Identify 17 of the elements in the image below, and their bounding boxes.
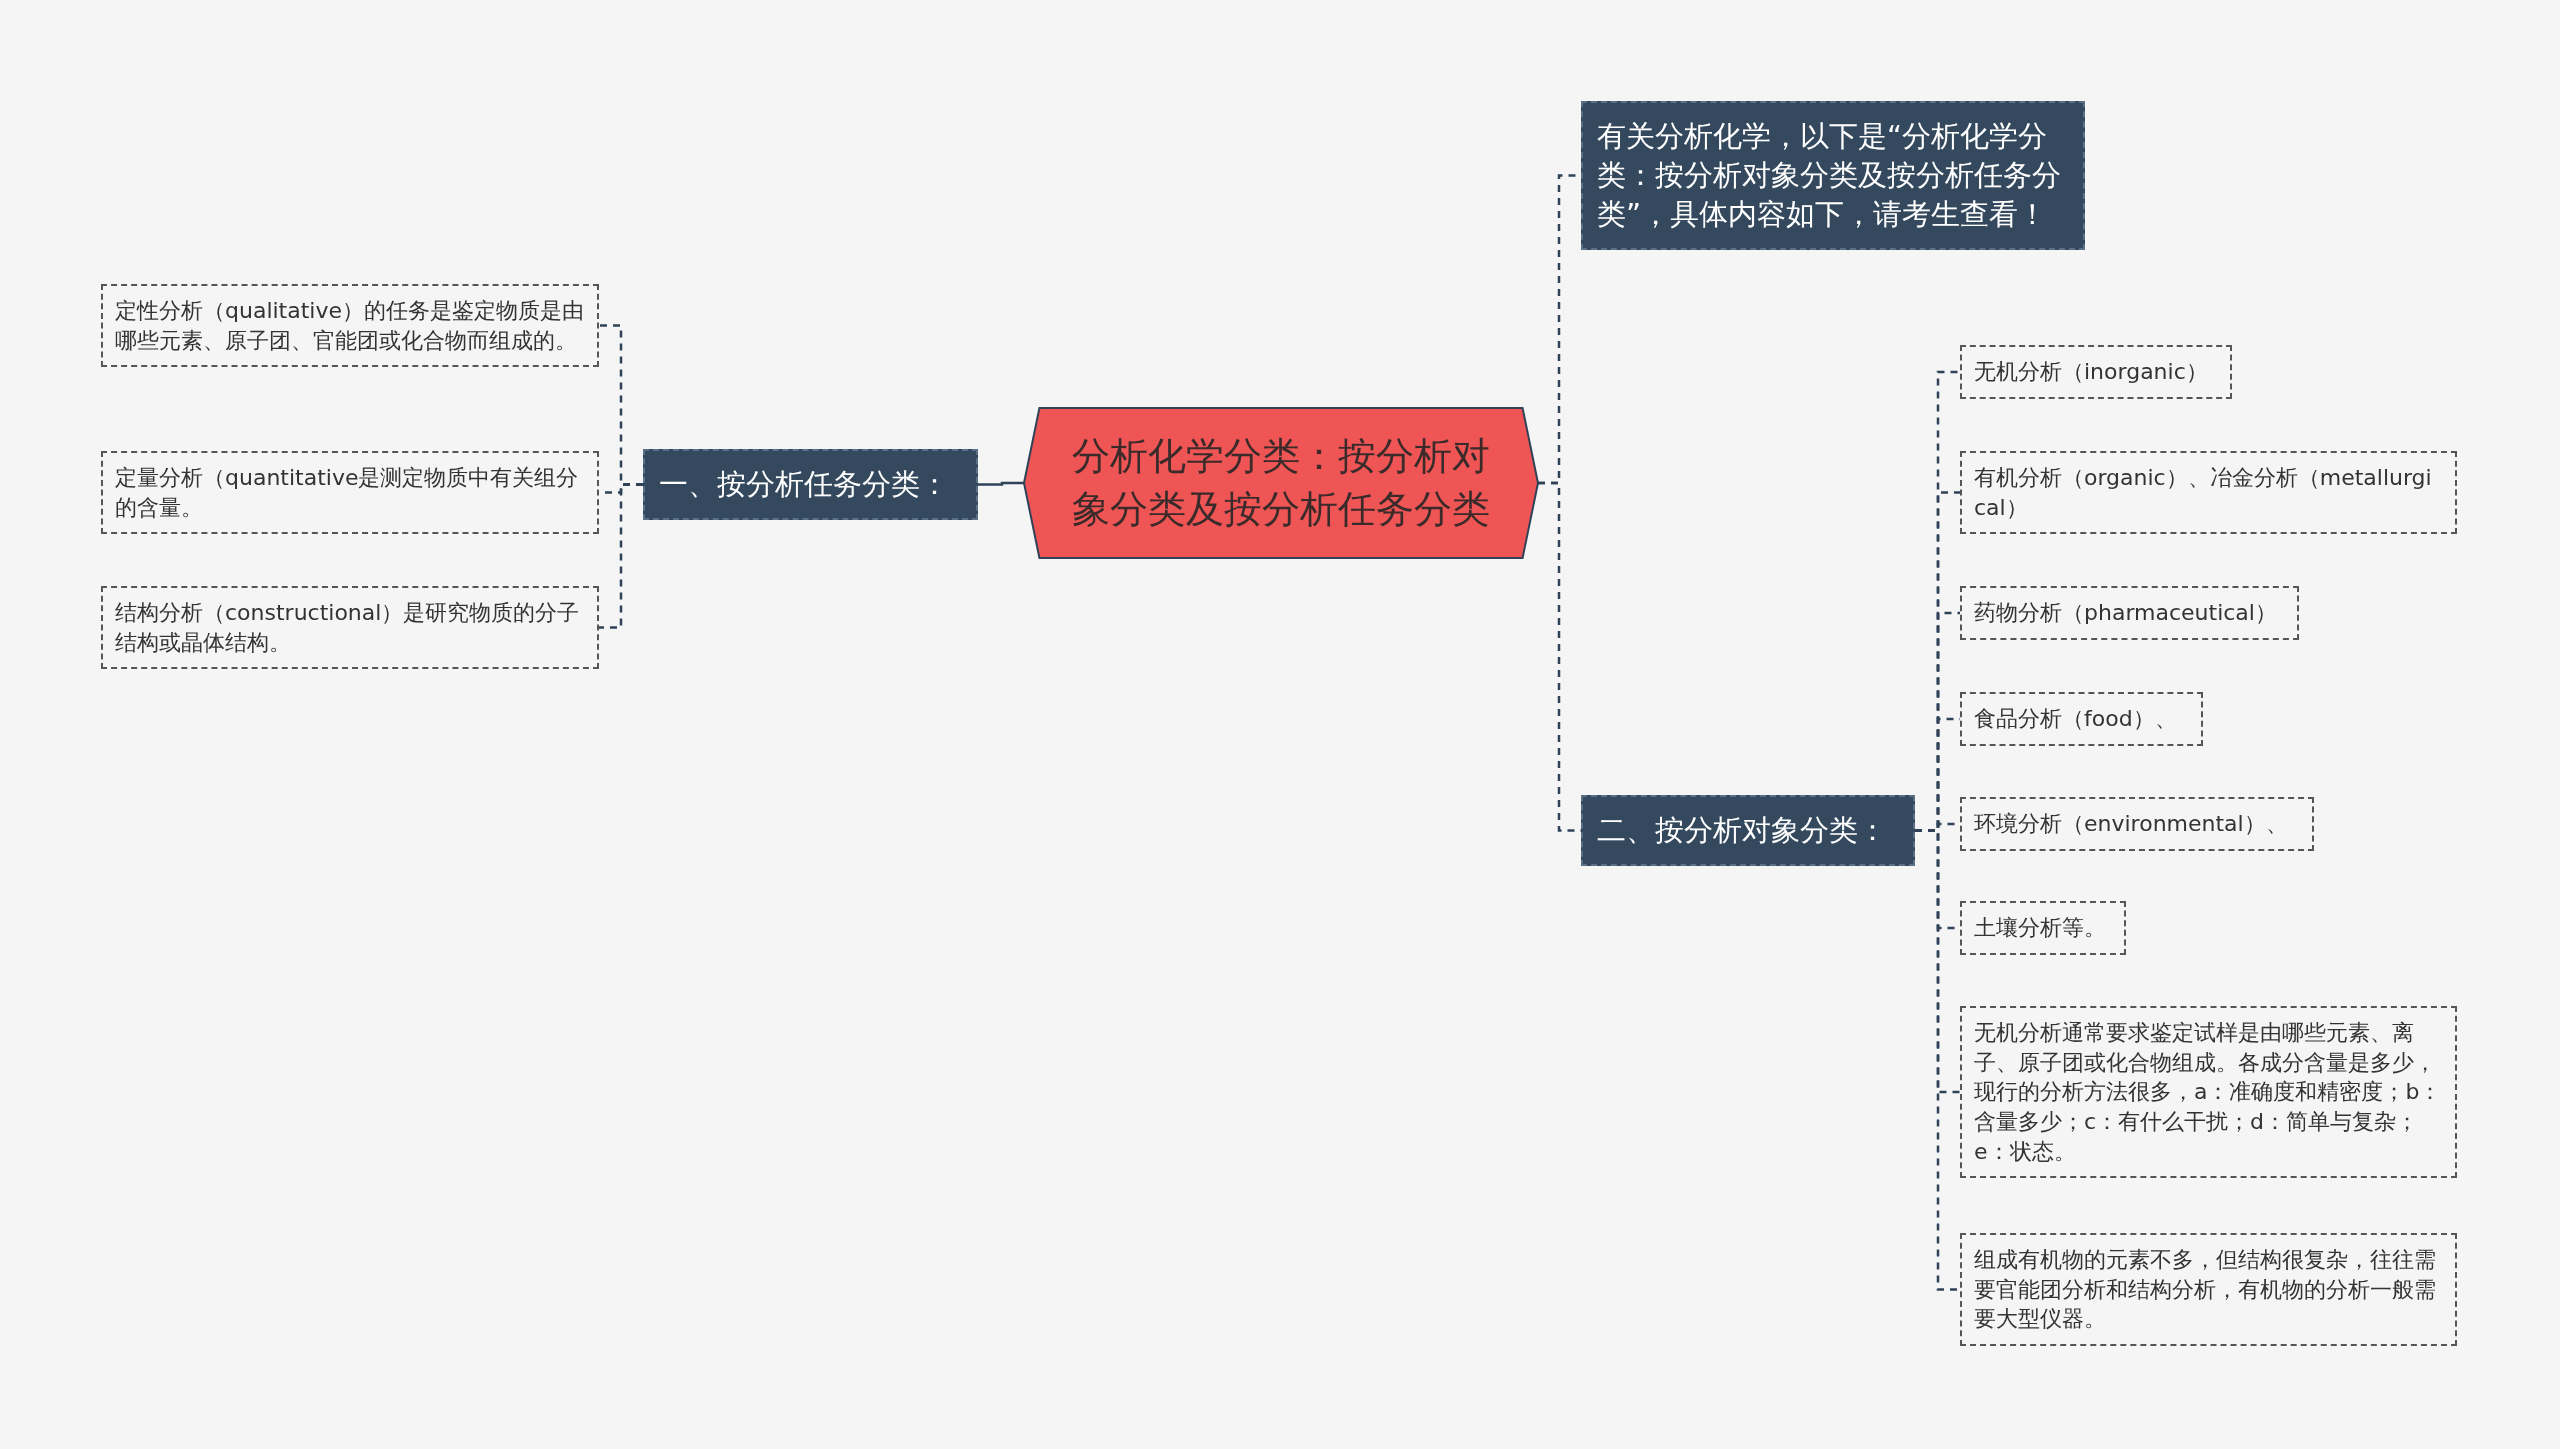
topic-box: 一、按分析任务分类： [643,449,978,521]
central-topic: 分析化学分类：按分析对象分类及按分析任务分类 [1024,408,1538,558]
note-box: 组成有机物的元素不多，但结构很复杂，往往需要官能团分析和结构分析，有机物的分析一般需要大型仪器。 [1960,1233,2457,1347]
topic-box: 二、按分析对象分类： [1581,795,1915,867]
note-box: 有机分析（organic）、冶金分析（metallurgical） [1960,451,2457,535]
connector-line [599,483,643,629]
note-box: 定量分析（quantitative是测定物质中有关组分的含量。 [101,451,599,535]
note-box: 定性分析（qualitative）的任务是鉴定物质是由哪些元素、原子团、官能团或化合物而组成的。 [101,284,599,368]
note-box: 食品分析（food）、 [1960,692,2203,746]
topic-box: 有关分析化学，以下是“分析化学分类：按分析对象分类及按分析任务分类”，具体内容如下，请考生查看！ [1581,101,2085,251]
connector-line [978,481,1024,486]
note-box: 结构分析（constructional）是研究物质的分子结构或晶体结构。 [101,586,599,670]
note-box: 环境分析（environmental）、 [1960,797,2314,851]
note-box: 土壤分析等。 [1960,901,2126,955]
note-box: 药物分析（pharmaceutical） [1960,586,2299,640]
note-box: 无机分析通常要求鉴定试样是由哪些元素、离子、原子团或化合物组成。各成分含量是多少，现行的分析方法很多，a：准确度和精密度；b：含量多少；c：有什么干扰；d：简单与复杂；e：状态。 [1960,1006,2457,1179]
note-box: 无机分析（inorganic） [1960,345,2232,399]
